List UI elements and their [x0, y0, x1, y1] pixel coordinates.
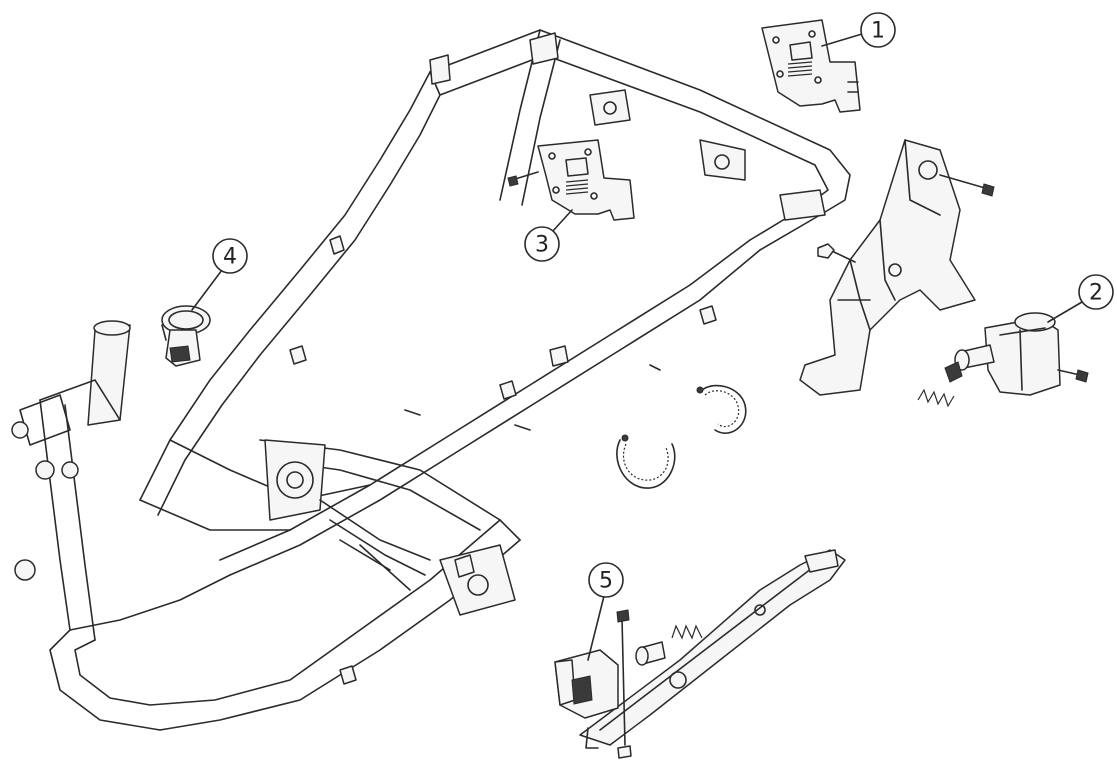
callout-1-label: 1	[871, 19, 885, 44]
callout-2-label: 2	[1089, 281, 1103, 306]
seat-lock-actuator-part-2	[799, 139, 1089, 408]
seat-latch-plate-part-3	[507, 139, 635, 221]
callout-4: 4	[191, 238, 248, 311]
callout-4-label: 4	[223, 245, 237, 270]
hose-clamp-rings	[616, 384, 747, 489]
callout-3: 3	[524, 209, 573, 262]
scooter-frame	[11, 29, 851, 731]
callout-2: 2	[1047, 274, 1114, 323]
seat-lock-actuator-part-5	[554, 549, 846, 759]
callout-5: 5	[587, 562, 624, 661]
seat-latch-plate-part-1	[761, 19, 861, 113]
callout-3-label: 3	[535, 233, 549, 258]
cable-clamp-part-4	[161, 305, 211, 367]
callout-5-label: 5	[599, 569, 613, 594]
callout-1: 1	[821, 12, 896, 48]
